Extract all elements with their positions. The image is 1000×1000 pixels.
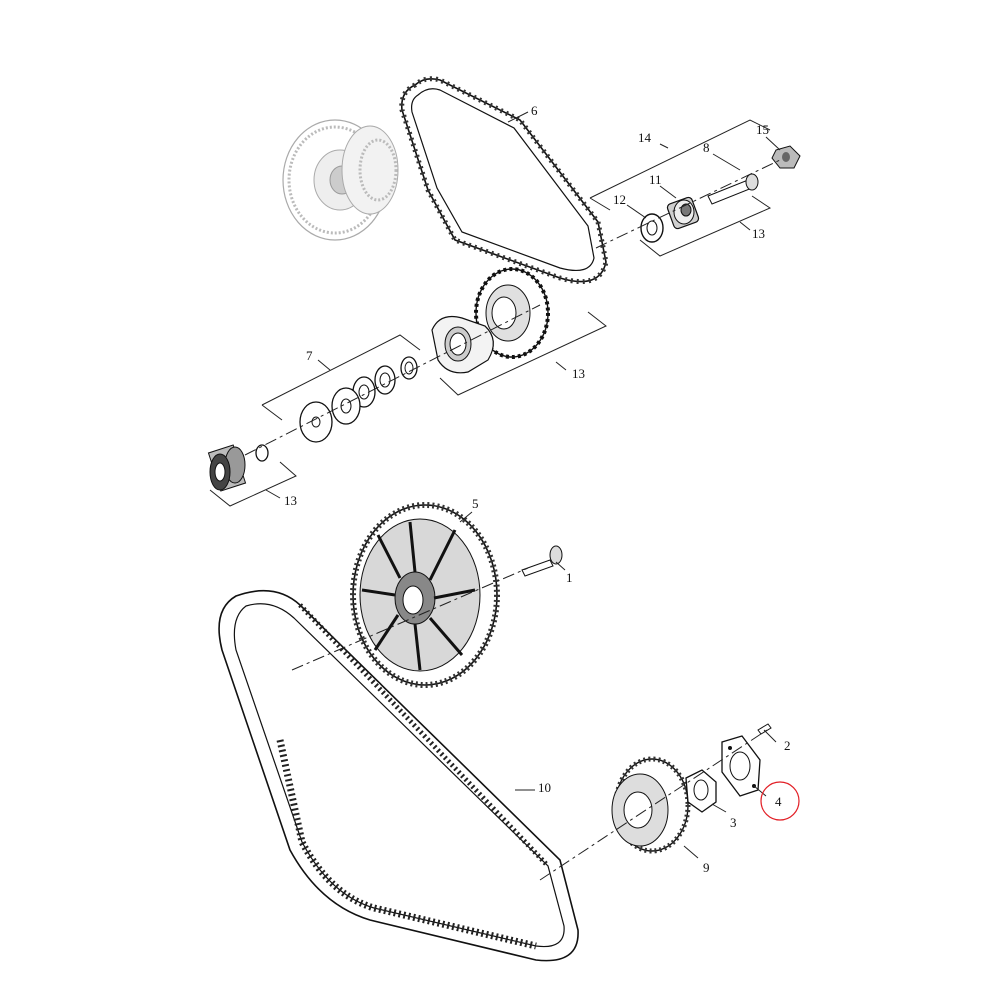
centerlines (244, 159, 781, 881)
callout-13-lower: 13 (284, 493, 297, 508)
callout-13-middle: 13 (572, 366, 585, 381)
washer-stack-part (299, 356, 418, 443)
callout-5: 5 (472, 496, 479, 511)
leader-lines (265, 111, 781, 859)
engine-sprocket-sleeve-part (207, 444, 269, 492)
callout-14: 14 (638, 130, 652, 145)
primary-chain-part (399, 76, 609, 284)
rear-pulley-part (350, 502, 563, 688)
callout-7: 7 (306, 348, 313, 363)
transmission-pulley-part (611, 756, 691, 854)
chain-adjuster-assembly (640, 145, 801, 243)
lock-plate-part (685, 769, 717, 813)
callout-6: 6 (531, 103, 538, 118)
screw-part (757, 723, 772, 735)
clutch-shell-part (282, 119, 399, 241)
callout-3: 3 (730, 815, 737, 830)
clutch-sprocket-part (431, 267, 550, 374)
backing-plate-part (721, 735, 761, 797)
highlight-circle-part-4 (760, 781, 800, 821)
callout-10: 10 (538, 780, 551, 795)
callout-15: 15 (756, 122, 769, 137)
callout-13-upper: 13 (752, 226, 765, 241)
callout-12: 12 (613, 192, 626, 207)
callout-2: 2 (784, 738, 791, 753)
callout-labels: 6 14 15 8 11 12 13 7 13 13 5 1 2 10 3 9 … (284, 103, 800, 875)
callout-11: 11 (649, 172, 662, 187)
callout-1: 1 (566, 570, 573, 585)
callout-9: 9 (703, 860, 710, 875)
callout-8: 8 (703, 140, 710, 155)
callout-4: 4 (775, 794, 782, 809)
assembly-brackets (209, 119, 772, 507)
